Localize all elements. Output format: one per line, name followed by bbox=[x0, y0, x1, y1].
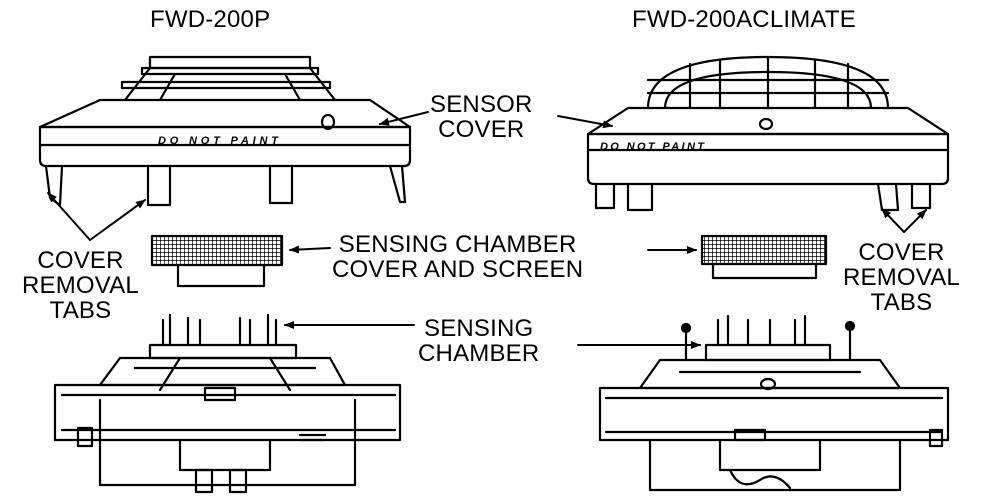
sensing-chamber-right bbox=[598, 314, 950, 492]
do-not-paint-label-right: DO NOT PAINT bbox=[600, 141, 705, 153]
do-not-paint-label-left: DO NOT PAINT bbox=[158, 135, 279, 147]
title-fwd-200aclimate: FWD-200ACLIMATE bbox=[632, 6, 856, 33]
label-sensing-chamber-cover: SENSING CHAMBER COVER AND SCREEN bbox=[332, 231, 584, 283]
chamber-cover-right bbox=[700, 234, 828, 280]
label-cover-removal-tabs-right: COVER REMOVAL TABS bbox=[843, 239, 960, 316]
label-cover-removal-tabs-left: COVER REMOVAL TABS bbox=[22, 247, 139, 324]
sensor-cover-right: DO NOT PAINT bbox=[586, 55, 950, 212]
sensing-chamber-left bbox=[53, 313, 402, 494]
callout-arrows bbox=[47, 111, 927, 349]
label-sensor-cover: SENSOR COVER bbox=[430, 91, 533, 143]
chamber-cover-left bbox=[150, 234, 284, 288]
label-sensing-chamber: SENSING CHAMBER bbox=[418, 315, 540, 367]
sensor-cover-left: DO NOT PAINT bbox=[38, 55, 412, 207]
title-fwd-200p: FWD-200P bbox=[150, 6, 271, 33]
